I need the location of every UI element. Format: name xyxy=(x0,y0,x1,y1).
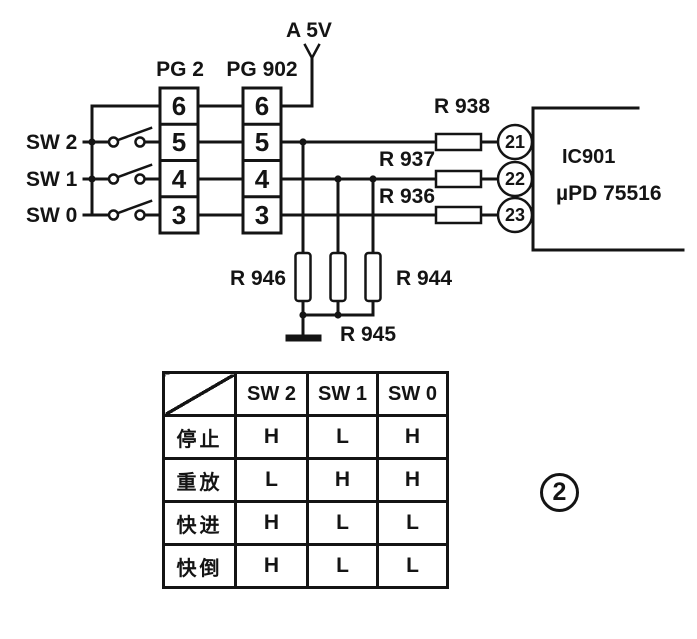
connector-pg902: 6 5 4 3 xyxy=(241,86,283,235)
table-header-sw1: SW 1 xyxy=(306,371,379,417)
sw1-blade xyxy=(116,163,153,179)
pg902-label: PG 902 xyxy=(226,58,297,81)
pg902-pin6: 6 xyxy=(255,91,269,121)
sw0-label: SW 0 xyxy=(26,204,77,227)
cell-value: H xyxy=(306,457,379,503)
sw1-right-contact xyxy=(134,173,146,185)
junction-dot xyxy=(88,175,96,183)
pg2-pin3: 3 xyxy=(172,200,186,230)
cell-value: L xyxy=(306,543,379,589)
resistor-r946 xyxy=(294,251,312,303)
table-row-stop: 停止 H L H xyxy=(162,414,449,460)
sw2-blade xyxy=(116,126,153,142)
pg2-pin4: 4 xyxy=(172,164,187,194)
supply-arrow-icon xyxy=(303,43,321,61)
resistor-r945 xyxy=(329,251,347,303)
pg2-pin5: 5 xyxy=(172,127,186,157)
cell-value: L xyxy=(306,500,379,546)
resistor-out-wires xyxy=(479,140,500,217)
supply-5v: A 5V xyxy=(279,19,332,108)
sw1-left-contact xyxy=(107,173,120,185)
switch-sw2 xyxy=(107,126,153,148)
sw2-left-contact xyxy=(107,136,120,148)
resistor-r944 xyxy=(364,251,382,303)
cell-value: L xyxy=(234,457,309,503)
supply-label: A 5V xyxy=(286,19,332,42)
sw0-blade xyxy=(116,199,153,215)
sw2-label: SW 2 xyxy=(26,131,77,154)
r937-label: R 937 xyxy=(379,148,435,171)
ic-designator: IC901 xyxy=(562,146,615,168)
ic-outline xyxy=(531,106,685,252)
pg902-dividers xyxy=(241,122,283,199)
junction-dot xyxy=(334,311,342,319)
signal-wires xyxy=(279,140,500,317)
sw0-right-contact xyxy=(134,209,146,221)
truth-table: SW 2 SW 1 SW 0 停止 H L H 重放 L H H 快进 H L … xyxy=(162,371,449,589)
ground-symbol xyxy=(285,313,322,342)
cell-value: H xyxy=(234,500,309,546)
pg902-pin3: 3 xyxy=(255,200,269,230)
pg902-pin5: 5 xyxy=(255,127,269,157)
cell-value: H xyxy=(376,414,449,460)
series-resistors xyxy=(434,132,483,225)
ic-pin22-number: 22 xyxy=(505,169,525,189)
resistor-r938 xyxy=(434,132,483,152)
pg902-pin4: 4 xyxy=(255,164,270,194)
r944-label: R 944 xyxy=(396,267,452,290)
resistor-r937 xyxy=(434,169,483,189)
junction-dot xyxy=(369,175,377,183)
connector-pg2: 6 5 4 3 xyxy=(158,86,200,235)
cell-value: H xyxy=(234,543,309,589)
ic-part-number: µPD 75516 xyxy=(556,182,662,205)
switch-bus-wires xyxy=(82,104,162,217)
sw1-label: SW 1 xyxy=(26,168,78,191)
junction-dot xyxy=(334,175,342,183)
ic-pin-circles: 21 22 23 xyxy=(496,123,534,234)
resistor-r936 xyxy=(434,205,483,225)
table-corner-diagonal-cell xyxy=(162,371,237,417)
pulldown-bottom-wires xyxy=(301,299,375,317)
row-label-play: 重放 xyxy=(162,457,237,503)
cell-value: L xyxy=(306,414,379,460)
table-header-sw2: SW 2 xyxy=(234,371,309,417)
row-label-ff: 快进 xyxy=(162,500,237,546)
table-row-rew: 快倒 H L L xyxy=(162,543,449,589)
cell-value: L xyxy=(376,500,449,546)
ic-pin21-number: 21 xyxy=(505,132,525,152)
supply-wire xyxy=(279,56,314,108)
bus-top-wire xyxy=(90,104,162,217)
pg2-label: PG 2 xyxy=(156,58,204,81)
junction-dot xyxy=(88,138,96,146)
cell-value: H xyxy=(234,414,309,460)
table-row-play: 重放 L H H xyxy=(162,457,449,503)
pg2-dividers xyxy=(158,122,200,199)
sw0-left-contact xyxy=(107,209,120,221)
table-row-ff: 快进 H L L xyxy=(162,500,449,546)
r945-label: R 945 xyxy=(340,323,396,346)
pulldown-drop-wires xyxy=(301,140,375,255)
row-label-rew: 快倒 xyxy=(162,543,237,589)
cell-value: H xyxy=(376,457,449,503)
junction-dot xyxy=(299,138,307,146)
ic-block: IC901 µPD 75516 xyxy=(531,106,685,252)
ic-pin23-number: 23 xyxy=(505,205,525,225)
cell-value: L xyxy=(376,543,449,589)
pg2-pin6: 6 xyxy=(172,91,186,121)
r938-label: R 938 xyxy=(434,95,490,118)
switch-sw0 xyxy=(107,199,153,221)
table-header-sw0: SW 0 xyxy=(376,371,449,417)
r936-label: R 936 xyxy=(379,185,435,208)
pg2-pg902-wires xyxy=(196,104,245,217)
sw2-right-contact xyxy=(134,136,146,148)
table-header-row: SW 2 SW 1 SW 0 xyxy=(162,371,449,417)
figure-number-badge: 2 xyxy=(540,473,579,512)
row-label-stop: 停止 xyxy=(162,414,237,460)
pulldown-resistors xyxy=(294,251,382,303)
switch-sw1 xyxy=(107,163,153,185)
r946-label: R 946 xyxy=(230,267,286,290)
